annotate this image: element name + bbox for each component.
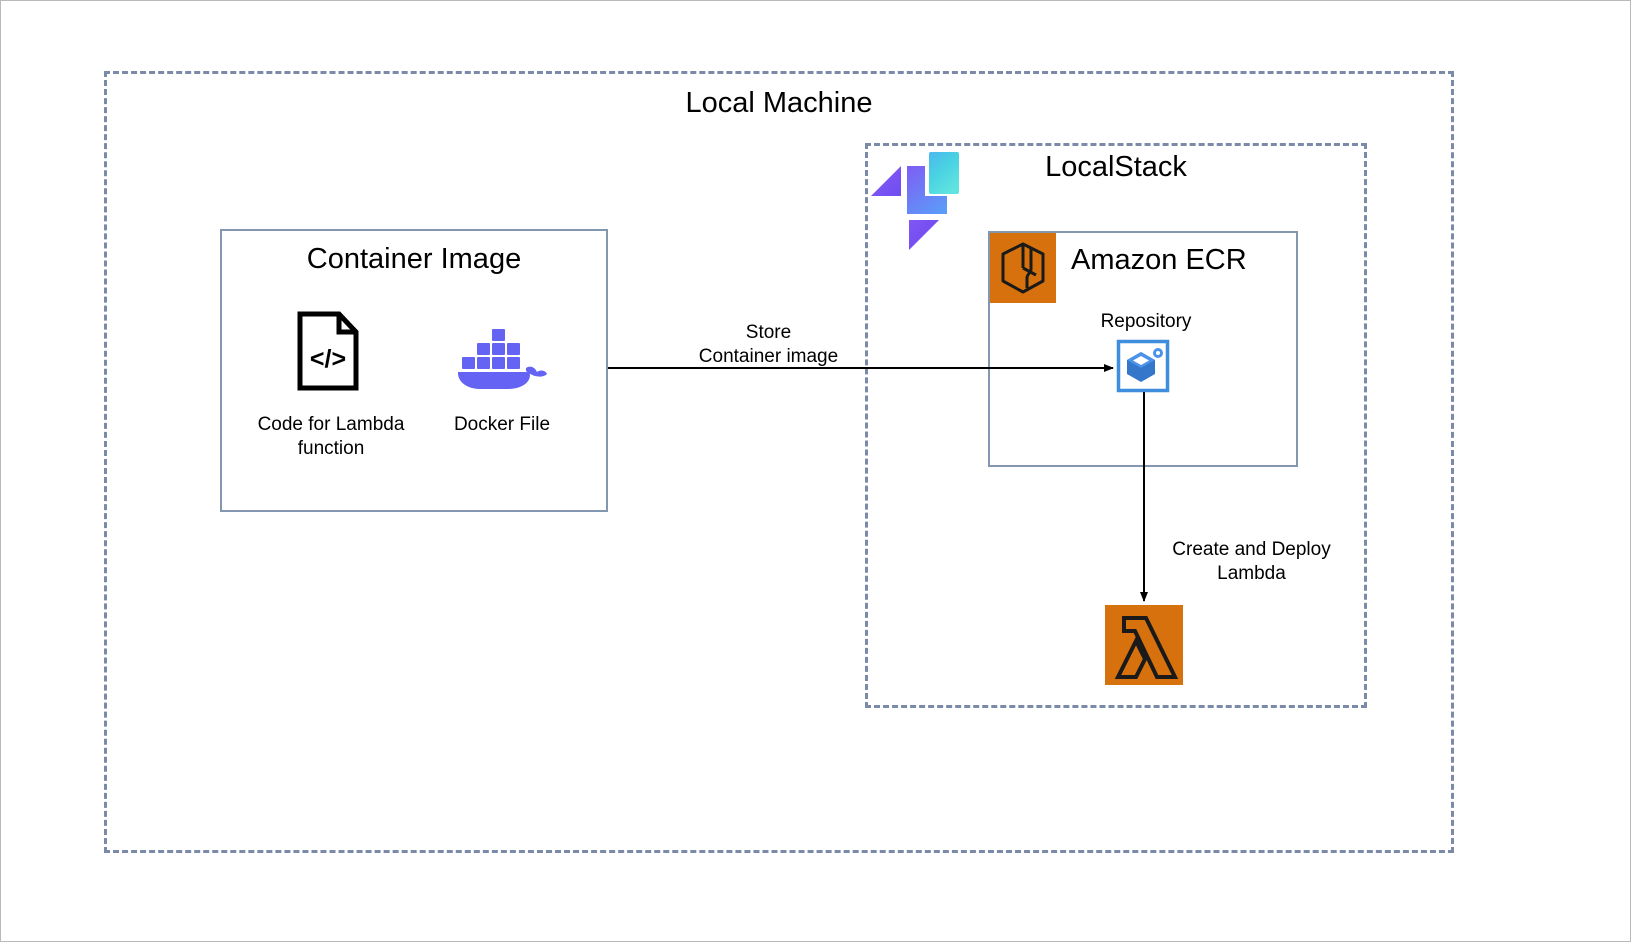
boundary-localstack [865,143,1367,708]
code-file-icon: </> [297,311,359,391]
amazon-ecr-title: Amazon ECR [1071,244,1247,276]
docker-file-label: Docker File [453,414,551,435]
boundary-local-machine [104,71,1454,853]
boundary-localstack-title: LocalStack [1045,151,1187,183]
docker-whale-icon [456,327,548,389]
repository-label: Repository [1100,311,1192,332]
container-image-title: Container Image [306,243,522,275]
arrow-create-deploy-lambda-label: Create and Deploy Lambda [1172,539,1331,584]
code-file-label: Code for Lambda function [257,414,405,459]
container-image-box [220,229,608,512]
amazon-ecr-icon [990,233,1056,303]
aws-lambda-icon [1105,605,1183,685]
arrow-store-container-image-label: Store Container image [698,322,839,367]
localstack-logo-icon [863,149,959,250]
boundary-local-machine-title: Local Machine [685,87,873,119]
repository-cube-icon [1116,339,1170,393]
svg-text:</>: </> [310,345,346,373]
